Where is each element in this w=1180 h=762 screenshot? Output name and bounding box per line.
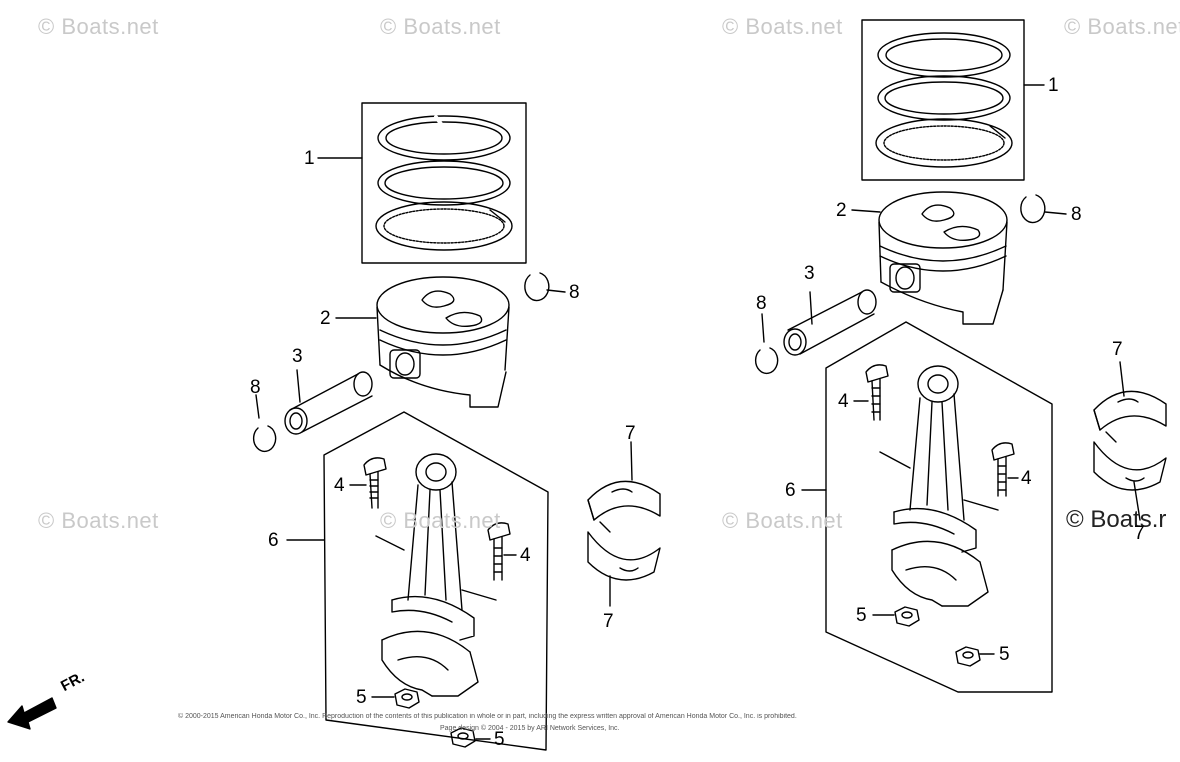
copyright-notice: © 2000-2015 American Honda Motor Co., In…	[178, 713, 797, 720]
watermark: © Boats.net	[1064, 14, 1180, 39]
callout-pin-clip: 8	[250, 377, 261, 398]
callout-rod-nut: 5	[494, 729, 505, 750]
right-pin-clip-right	[1021, 195, 1045, 223]
callout-piston: 2	[320, 308, 331, 329]
watermark: © Boats.net	[722, 14, 843, 39]
callout-rod-bearing: 7	[1112, 339, 1123, 360]
right-ring-set	[862, 20, 1024, 180]
callout-rod-bolt: 4	[838, 391, 849, 412]
left-rod-bearing-upper	[588, 481, 660, 520]
right-rod-nut-1	[895, 607, 919, 626]
left-rod-nut-1	[395, 689, 419, 708]
left-pin-clip-left	[254, 426, 276, 451]
callout-piston-pin: 3	[292, 346, 303, 367]
callout-rod-bearing: 7	[1134, 523, 1145, 544]
right-rod-bearing-upper	[1094, 391, 1166, 430]
watermark: © Boats.net	[38, 508, 159, 533]
left-rod-outline	[324, 412, 548, 750]
left-connecting-rod	[382, 454, 478, 696]
callout-rod-bearing: 7	[603, 611, 614, 632]
watermark: © Boats.net	[380, 14, 501, 39]
callout-piston: 2	[836, 200, 847, 221]
left-piston-pin	[285, 372, 372, 434]
front-direction-arrow-icon	[8, 698, 56, 729]
left-pin-clip-right	[525, 273, 549, 301]
callout-rod-bolt: 4	[1021, 468, 1032, 489]
right-rod-bolt-1	[866, 365, 888, 420]
callout-connecting-rod: 6	[268, 530, 279, 551]
left-rod-bearing-lower	[588, 522, 660, 580]
callout-pin-clip: 8	[1071, 204, 1082, 225]
callout-pin-clip: 8	[756, 293, 767, 314]
callout-connecting-rod: 6	[785, 480, 796, 501]
watermark-copyright: © Boats.r	[1066, 506, 1167, 533]
watermark: © Boats.net	[722, 508, 843, 533]
page-design-credit: Page design © 2004 - 2015 by ARI Network…	[440, 725, 620, 732]
right-piston	[879, 192, 1007, 324]
right-piston-pin	[784, 290, 876, 355]
watermark: © Boats.net	[38, 14, 159, 39]
left-rod-bolt-2	[488, 523, 510, 580]
left-rod-nut-2	[451, 728, 475, 747]
callout-pin-clip: 8	[569, 282, 580, 303]
watermark: © Boats.net	[380, 508, 501, 533]
right-rod-bolt-2	[992, 443, 1014, 496]
callout-ring-set: 1	[1048, 75, 1059, 96]
right-rod-bearing-lower	[1094, 432, 1166, 490]
left-rod-bolt-1	[364, 458, 386, 508]
left-leader-lines	[256, 158, 632, 739]
callout-rod-nut: 5	[999, 644, 1010, 665]
callout-ring-set: 1	[304, 148, 315, 169]
callout-piston-pin: 3	[804, 263, 815, 284]
right-rod-outline	[826, 322, 1052, 692]
right-pin-clip-left	[756, 348, 778, 373]
right-leader-lines	[762, 85, 1140, 654]
callout-rod-nut: 5	[856, 605, 867, 626]
left-ring-set	[362, 103, 526, 263]
right-connecting-rod	[892, 366, 988, 606]
callout-rod-bolt: 4	[520, 545, 531, 566]
callout-rod-bolt: 4	[334, 475, 345, 496]
right-rod-nut-2	[956, 647, 980, 666]
callout-rod-nut: 5	[356, 687, 367, 708]
left-piston	[377, 277, 509, 407]
callout-rod-bearing: 7	[625, 423, 636, 444]
